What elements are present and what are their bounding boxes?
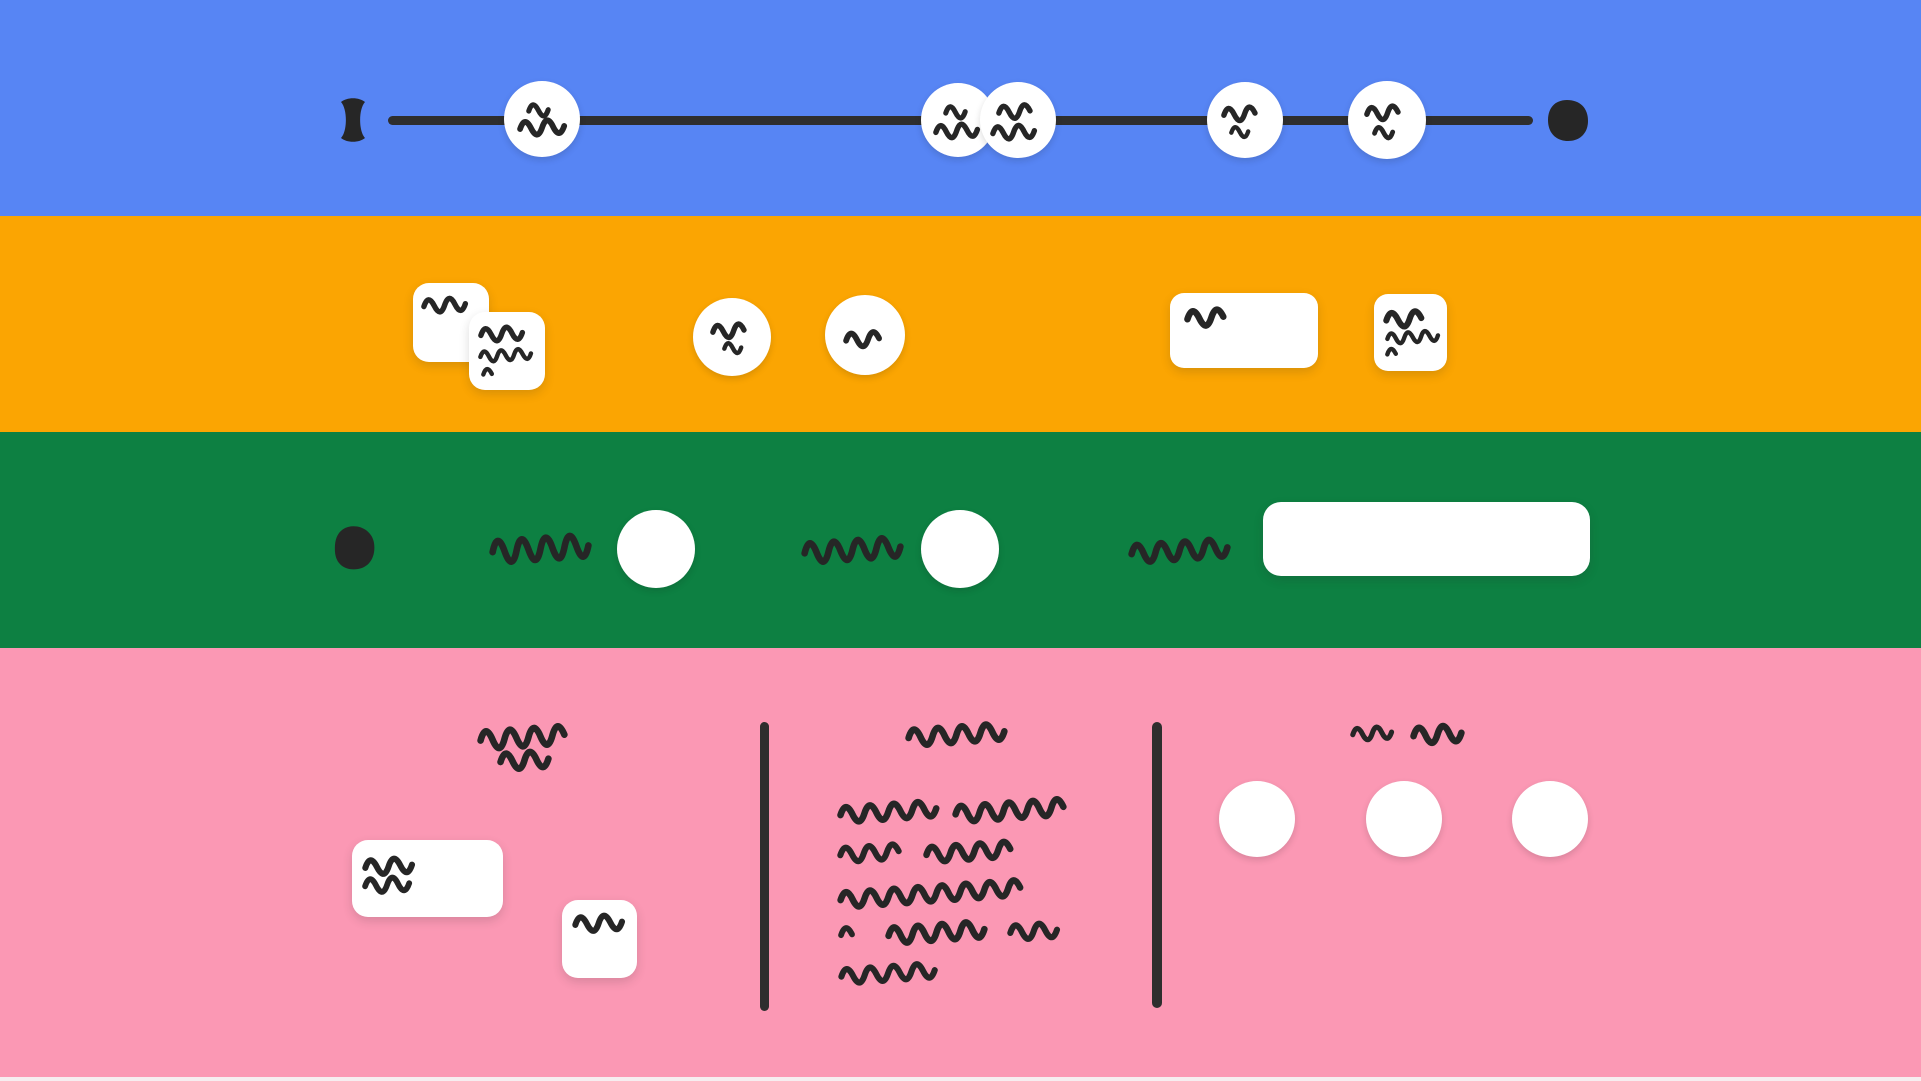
scribble-heading [1350,724,1395,743]
small-card[interactable] [562,900,637,978]
scribble-heading [905,721,1008,749]
band-timeline [0,0,1921,216]
scribble-line [362,855,416,877]
scribble-paragraph-line [952,795,1067,825]
scribble-line [1184,306,1227,329]
bottom-edge-strip [0,1077,1921,1081]
band-cards [0,216,1921,432]
scribble-line [990,122,1038,142]
milestone-node[interactable] [980,82,1056,158]
scribble-line [362,874,413,895]
scribble-heading [497,748,552,773]
scribble-line [478,346,534,364]
scribble-paragraph-line [838,961,938,986]
scribble-paragraph-line [885,919,988,946]
scribble-line [572,912,626,934]
scribble-line [1385,346,1399,357]
scribble-heading [477,723,568,752]
scribble-line [1372,125,1396,141]
badge-circle[interactable] [825,295,905,375]
timeline-start-marker-icon [341,98,365,142]
sticky-card[interactable] [469,312,545,390]
content-card[interactable] [352,840,503,917]
scribble-paragraph-line [837,841,902,865]
scribble-line [933,121,981,141]
scribble-line [1385,328,1441,346]
scribble-line [1364,103,1401,123]
band-columns [0,648,1921,1081]
column-divider [1152,722,1162,1008]
option-circle[interactable] [921,510,999,588]
scribble-line [722,341,744,356]
scribble-line [1221,104,1258,124]
scribble-line [943,104,968,121]
wide-card[interactable] [1170,293,1318,368]
timeline-end-marker-icon [1548,100,1588,141]
scribble-paragraph-line [838,925,855,939]
milestone-node[interactable] [1207,82,1283,158]
scribble-heading [1410,722,1465,747]
avatar-circle[interactable] [1512,781,1588,857]
scribble-paragraph-line [923,838,1014,865]
milestone-node[interactable] [504,81,580,157]
scribble-line [526,102,551,119]
avatar-circle[interactable] [1219,781,1295,857]
note-card[interactable] [1374,294,1447,371]
scribble-paragraph-line [1007,920,1061,942]
scribble-line [478,324,526,344]
input-field[interactable] [1263,502,1590,576]
scribble-paragraph-line [837,798,940,825]
column-divider [760,722,769,1011]
scribble-line [517,117,568,138]
scribble-line [421,295,469,315]
scribble-line [843,329,883,350]
band-form [0,432,1921,648]
scribble-label [489,532,592,565]
option-circle[interactable] [617,510,695,588]
scribble-line [996,102,1033,121]
scribble-label [1128,536,1231,565]
avatar-circle[interactable] [1366,781,1442,857]
scribble-line [481,366,495,377]
scribble-line [1229,125,1251,140]
scribble-line [1383,308,1425,330]
scribble-line [710,321,747,341]
scribble-label [801,535,904,565]
milestone-node[interactable] [1348,81,1426,159]
bullet-blob-icon [334,526,375,570]
milestone-node[interactable] [921,83,995,157]
scribble-paragraph-line [837,877,1024,910]
badge-circle[interactable] [693,298,771,376]
